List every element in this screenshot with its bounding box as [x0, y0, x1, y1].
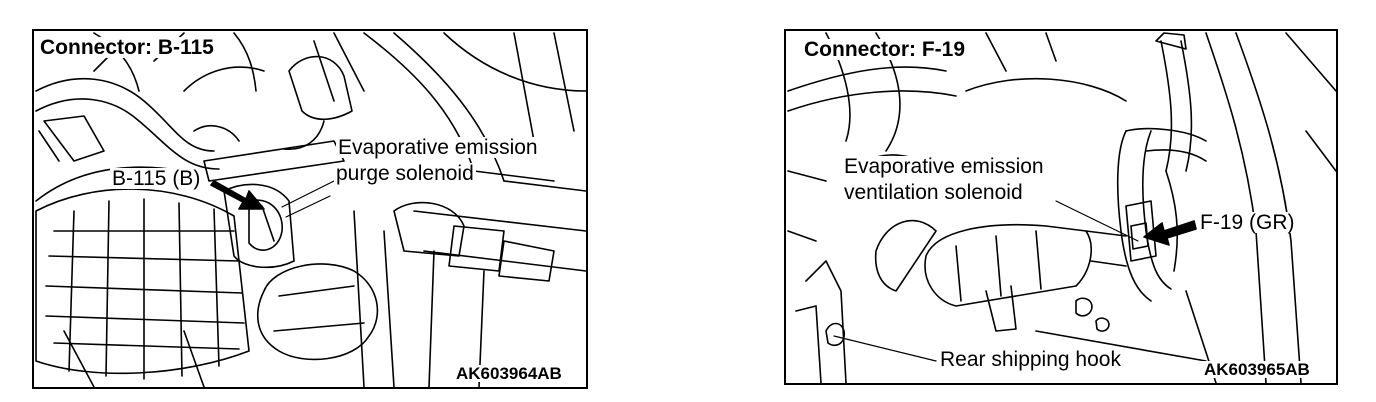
engine-bay-illustration	[35, 32, 586, 387]
connector-label: B-115 (B)	[110, 167, 203, 190]
callout-line-1: Evaporative emission	[842, 155, 1046, 178]
panel-title: Connector: F-19	[804, 38, 966, 61]
leader-line-rear-shipping-hook	[833, 335, 937, 362]
connector-arrow	[210, 180, 265, 210]
leader-line-ventilation-solenoid	[1055, 200, 1139, 242]
vehicle-underbody-illustration	[787, 32, 1336, 383]
connector-arrow	[1143, 220, 1197, 246]
callout-line-2: ventilation solenoid	[842, 181, 1025, 204]
diagram-panel-f19: Connector: F-19 Evaporative emission ven…	[784, 29, 1338, 385]
diagram-panel-b115: Connector: B-115 Evaporative emission pu…	[32, 29, 588, 389]
connector-label: F-19 (GR)	[1198, 211, 1297, 234]
leader-line-purge-solenoid	[281, 180, 335, 208]
figure-code: AK603965AB	[1202, 360, 1312, 379]
hook-label: Rear shipping hook	[938, 348, 1123, 371]
figure-code: AK603964AB	[454, 364, 564, 383]
callout-line-2: purge solenoid	[334, 162, 476, 185]
panel-title: Connector: B-115	[40, 36, 214, 59]
leader-line-purge-solenoid-2	[285, 195, 331, 218]
callout-line-1: Evaporative emission	[336, 136, 540, 159]
